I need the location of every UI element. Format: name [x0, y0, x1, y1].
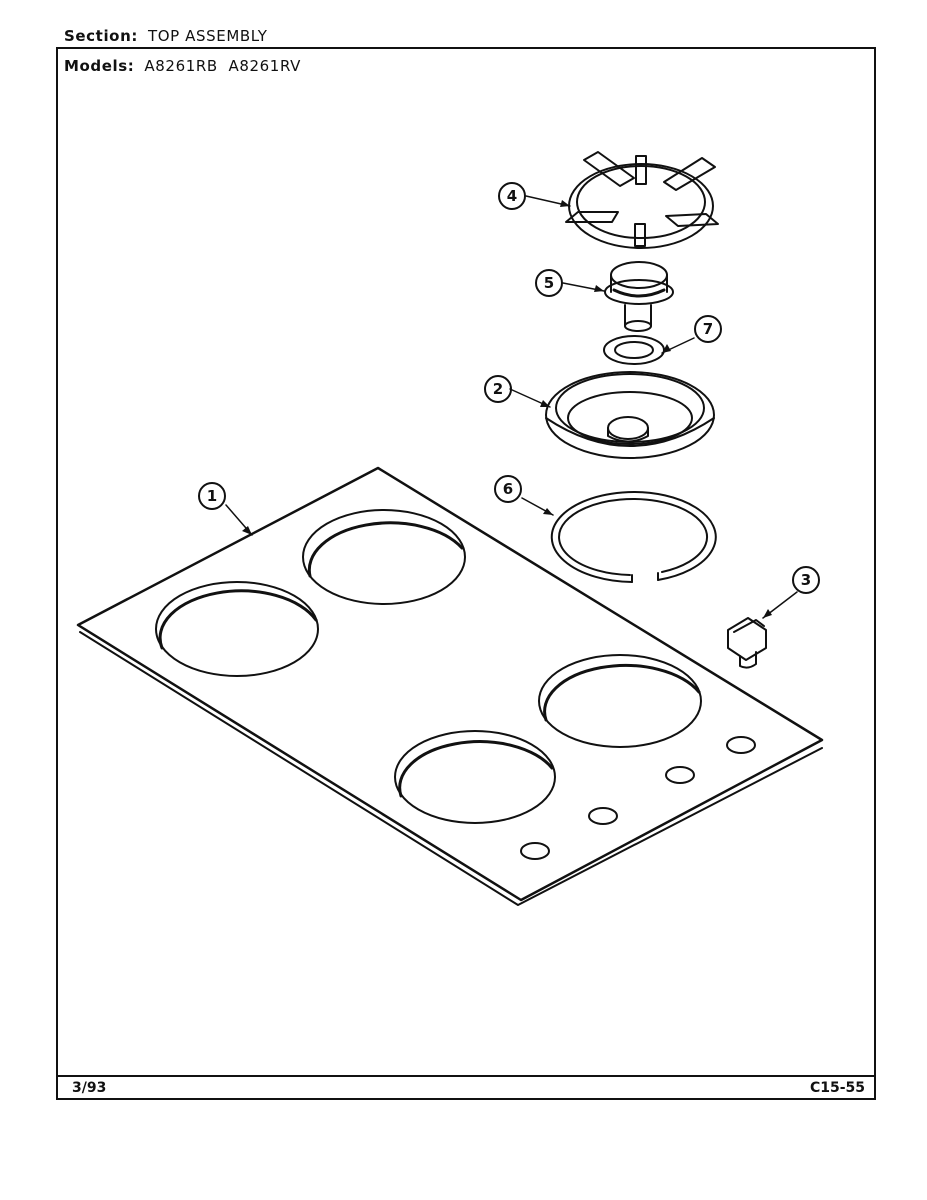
callout-6: 6 — [494, 475, 522, 503]
callout-3: 3 — [792, 566, 820, 594]
callout-7-label: 7 — [703, 320, 713, 338]
burner-head — [604, 261, 674, 332]
burner-opening-rear-left — [302, 509, 466, 605]
callout-2: 2 — [484, 375, 512, 403]
burner-opening-front-left — [155, 581, 319, 677]
callout-4-label: 4 — [507, 187, 517, 205]
leader-arrowheads — [242, 200, 772, 618]
trim-ring — [550, 491, 717, 583]
section-value: TOP ASSEMBLY — [147, 27, 268, 45]
knob-hole — [520, 842, 550, 860]
leader-lines — [225, 195, 798, 619]
burner-bowl — [545, 371, 715, 459]
models-line: Models: A8261RB A8261RV — [64, 57, 301, 75]
callout-2-label: 2 — [493, 380, 503, 398]
callout-5: 5 — [535, 269, 563, 297]
models-label: Models: — [64, 57, 135, 75]
section-label: Section: — [64, 27, 138, 45]
footer-date: 3/93 — [72, 1080, 107, 1096]
callouts: 1 2 3 4 5 6 7 — [198, 182, 820, 594]
knob-hole — [665, 766, 695, 784]
footer-divider — [56, 1075, 876, 1077]
knob-hole — [726, 736, 756, 754]
callout-4: 4 — [498, 182, 526, 210]
callout-3-label: 3 — [801, 571, 811, 589]
seal-gasket — [603, 335, 665, 365]
callout-5-label: 5 — [544, 274, 554, 292]
callout-6-label: 6 — [503, 480, 513, 498]
control-knob — [727, 617, 767, 669]
cooktop-panel — [76, 466, 824, 906]
models-value: A8261RB A8261RV — [144, 57, 302, 75]
burner-opening-front-right — [394, 730, 556, 824]
burner-opening-rear-right — [538, 654, 702, 748]
callout-1: 1 — [198, 482, 226, 510]
burner-grate — [565, 151, 719, 249]
knob-hole — [588, 807, 618, 825]
footer-code: C15-55 — [809, 1080, 865, 1096]
diagram-frame — [56, 47, 876, 1100]
section-line: Section: TOP ASSEMBLY — [64, 27, 268, 45]
callout-1-label: 1 — [207, 487, 217, 505]
callout-7: 7 — [694, 315, 722, 343]
